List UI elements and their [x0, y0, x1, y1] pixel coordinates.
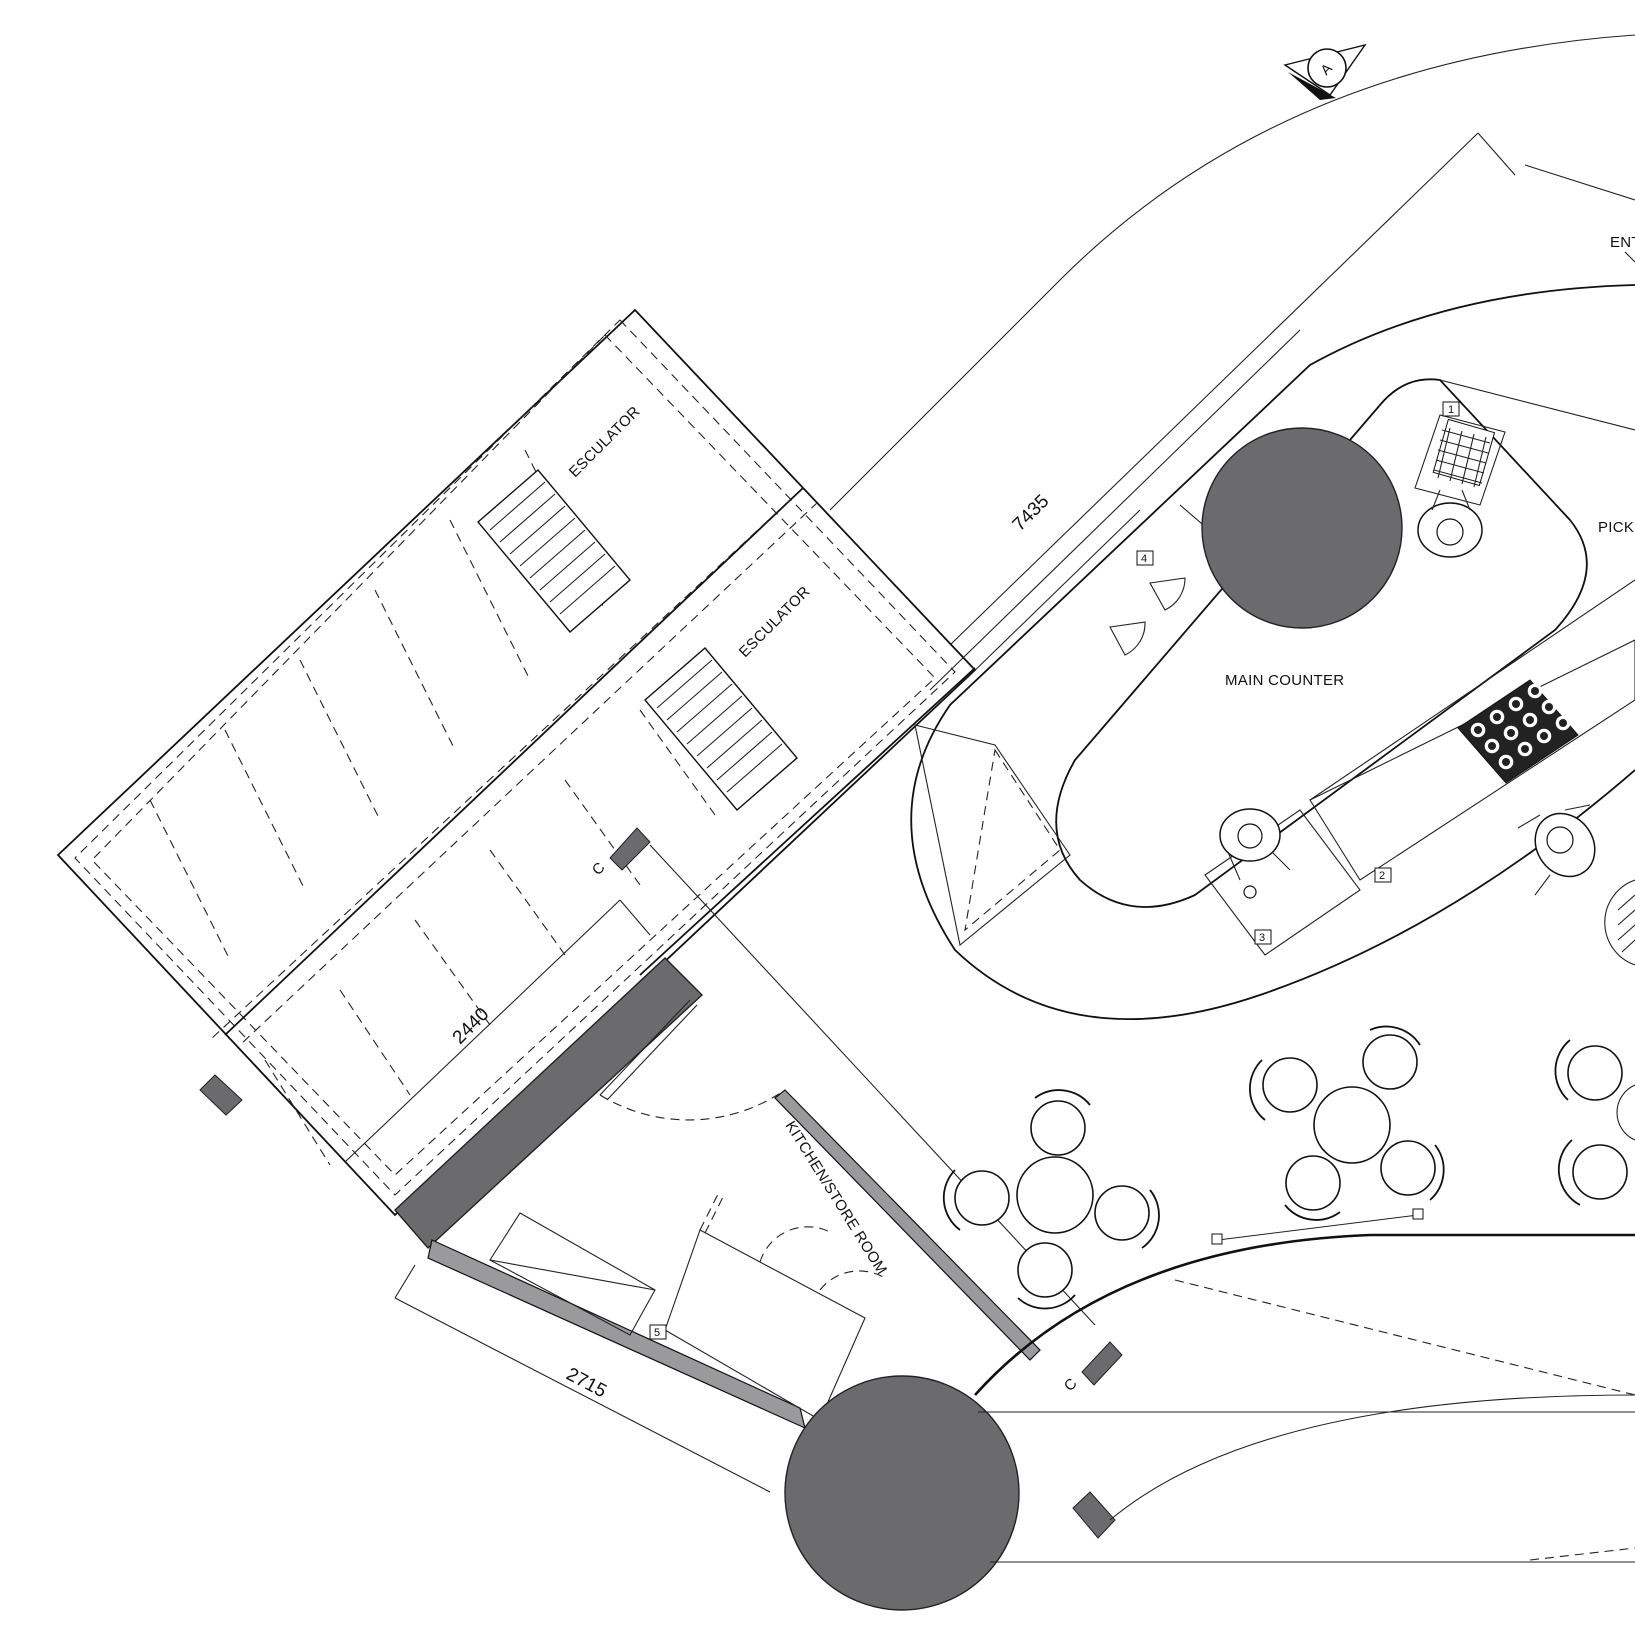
equipment-1: 1 [1414, 401, 1506, 506]
kitchen-wall-right [774, 1089, 1041, 1361]
escalator-label-1: ESCULATOR [566, 403, 644, 481]
outer-boundary-curve [829, 34, 1635, 511]
tag-3 [1254, 929, 1272, 945]
tag-4 [1136, 550, 1154, 566]
main-counter [1055, 378, 1588, 908]
escalator-block: ESCULATOR ESCULATOR [56, 308, 977, 1217]
section-marker-c-top-label: C [589, 859, 609, 879]
section-marker-a: A [1283, 43, 1367, 100]
kitchen-wall-thick [394, 957, 704, 1250]
pick-label: PICK [1598, 519, 1634, 536]
seating-group-1 [942, 1089, 1160, 1310]
escalator-steps-lower [644, 647, 798, 811]
kitchen-store-room: 5 KITCHEN/STORE ROOM [394, 957, 1041, 1430]
person-staff-2 [1219, 808, 1291, 899]
main-wall-diagonal [639, 667, 976, 976]
column-bottom [784, 1375, 1020, 1611]
entry-label: ENT [1610, 234, 1635, 251]
section-marker-c-bottom: C [1061, 1341, 1123, 1395]
counter-area: 1 4 3 [910, 234, 1635, 1021]
dimension-7435-label: 7435 [1009, 491, 1054, 536]
tag-2 [1374, 867, 1392, 883]
person-customer [1517, 804, 1596, 896]
escalator-steps-upper [477, 469, 631, 633]
seating-group-3 [1554, 1039, 1635, 1206]
equipment-bottle-grid [1457, 679, 1579, 784]
section-marker-bottom [1072, 1491, 1116, 1539]
person-staff-1 [1417, 489, 1483, 558]
tag-1 [1442, 401, 1460, 417]
main-counter-label: MAIN COUNTER [1225, 672, 1344, 689]
section-marker-left [199, 1074, 243, 1116]
tag-5 [649, 1324, 667, 1340]
escalator-outline [56, 308, 977, 1217]
tag-3-label: 3 [1259, 932, 1265, 944]
section-marker-c-top: C [589, 827, 1096, 1326]
escalator-label-2: ESCULATOR [736, 583, 814, 661]
tag-1-label: 1 [1448, 404, 1454, 416]
section-marker-c-bottom-label: C [1061, 1375, 1081, 1395]
column-top [1201, 427, 1403, 629]
counter-enclosure [910, 284, 1635, 1021]
tag-5-label: 5 [654, 1327, 660, 1339]
tag-2-label: 2 [1379, 870, 1385, 882]
tag-4-label: 4 [1141, 553, 1147, 565]
seating-group-2 [1211, 1025, 1445, 1245]
bottom-boundary-curve [974, 1233, 1635, 1396]
